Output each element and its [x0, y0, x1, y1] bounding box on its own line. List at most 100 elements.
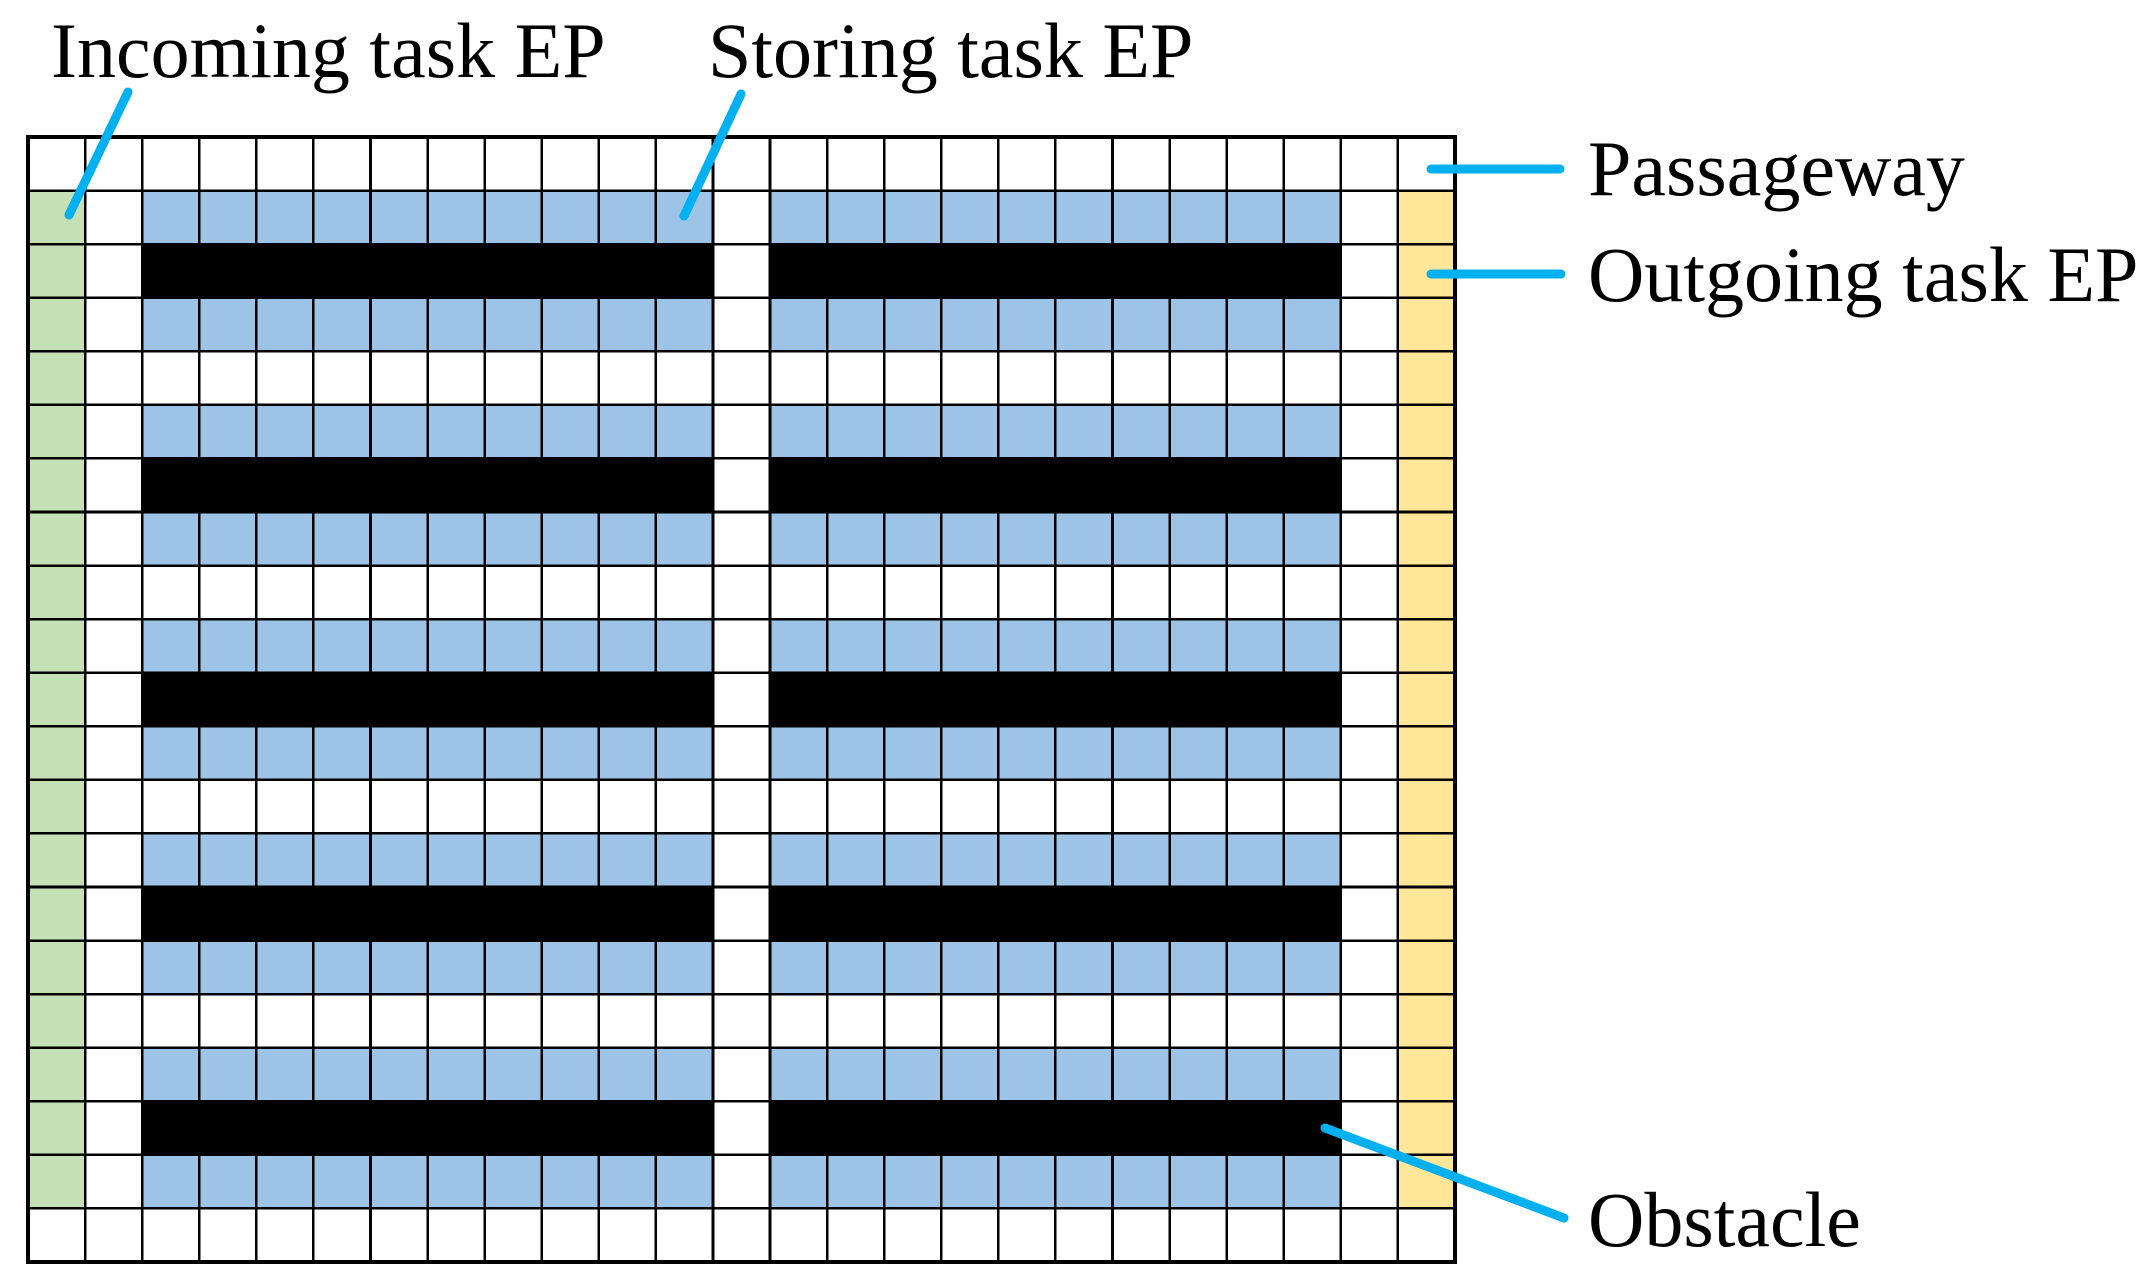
cell-storing-ep: [882, 403, 943, 460]
cell-passageway: [1339, 885, 1400, 942]
cell-storing-ep: [939, 832, 1000, 889]
cell-obstacle: [768, 457, 829, 514]
cell-obstacle: [369, 242, 429, 300]
cell-storing-ep: [597, 1046, 658, 1103]
passageway-label: Passageway: [1588, 125, 1965, 212]
cell-storing-ep: [939, 296, 1000, 353]
cell-storing-ep: [825, 296, 886, 353]
cell-obstacle: [825, 242, 886, 300]
cell-storing-ep: [1111, 724, 1171, 782]
cell-storing-ep: [197, 724, 258, 782]
cell-obstacle: [654, 1099, 715, 1157]
cell-storing-ep: [882, 510, 943, 567]
cell-passageway: [1282, 1207, 1343, 1264]
cell-passageway: [83, 349, 144, 407]
cell-obstacle: [140, 242, 201, 300]
cell-storing-ep: [1054, 1153, 1114, 1210]
cell-storing-ep: [312, 510, 372, 567]
cell-obstacle: [140, 457, 201, 514]
cell-obstacle: [1282, 885, 1343, 942]
cell-storing-ep: [540, 1046, 601, 1103]
cell-obstacle: [1111, 1099, 1171, 1157]
cell-passageway: [825, 135, 886, 192]
cell-storing-ep: [1282, 296, 1343, 353]
cell-storing-ep: [255, 724, 315, 782]
cell-outgoing-ep: [1396, 403, 1457, 460]
cell-obstacle: [1054, 885, 1114, 942]
cell-obstacle: [597, 1099, 658, 1157]
cell-passageway: [711, 457, 772, 514]
cell-obstacle: [197, 1099, 258, 1157]
cell-storing-ep: [1054, 724, 1114, 782]
cell-storing-ep: [197, 939, 258, 996]
cell-storing-ep: [312, 832, 372, 889]
incoming-callout-line: [64, 87, 133, 220]
cell-passageway: [540, 992, 601, 1050]
cell-passageway: [140, 778, 201, 835]
cell-storing-ep: [197, 189, 258, 246]
cell-storing-ep: [255, 296, 315, 353]
cell-passageway: [483, 778, 544, 835]
cell-passageway: [540, 135, 601, 192]
cell-storing-ep: [426, 832, 486, 889]
cell-obstacle: [255, 885, 315, 942]
cell-storing-ep: [825, 510, 886, 567]
cell-storing-ep: [654, 1153, 715, 1210]
cell-storing-ep: [540, 832, 601, 889]
cell-outgoing-ep: [1396, 349, 1457, 407]
cell-storing-ep: [197, 403, 258, 460]
cell-storing-ep: [197, 1153, 258, 1210]
cell-storing-ep: [369, 724, 429, 782]
cell-obstacle: [1225, 671, 1286, 728]
cell-passageway: [711, 1046, 772, 1103]
cell-passageway: [939, 992, 1000, 1050]
cell-passageway: [825, 1207, 886, 1264]
cell-storing-ep: [1168, 1046, 1228, 1103]
cell-obstacle: [654, 242, 715, 300]
cell-obstacle: [1168, 671, 1228, 728]
cell-incoming-ep: [26, 832, 87, 889]
cell-passageway: [312, 349, 372, 407]
cell-outgoing-ep: [1396, 296, 1457, 353]
cell-passageway: [483, 349, 544, 407]
cell-storing-ep: [597, 1153, 658, 1210]
cell-passageway: [1168, 1207, 1228, 1264]
cell-storing-ep: [255, 1046, 315, 1103]
cell-obstacle: [939, 1099, 1000, 1157]
cell-outgoing-ep: [1396, 832, 1457, 889]
cell-obstacle: [540, 885, 601, 942]
cell-passageway: [83, 242, 144, 300]
cell-storing-ep: [1282, 939, 1343, 996]
cell-storing-ep: [768, 832, 829, 889]
cell-storing-ep: [540, 1153, 601, 1210]
cell-storing-ep: [654, 296, 715, 353]
cell-storing-ep: [197, 510, 258, 567]
cell-obstacle: [1168, 242, 1228, 300]
cell-storing-ep: [140, 617, 201, 675]
cell-passageway: [654, 349, 715, 407]
cell-passageway: [197, 992, 258, 1050]
cell-obstacle: [768, 1099, 829, 1157]
cell-storing-ep: [825, 403, 886, 460]
cell-obstacle: [369, 671, 429, 728]
cell-passageway: [1168, 135, 1228, 192]
cell-passageway: [597, 349, 658, 407]
cell-passageway: [1339, 778, 1400, 835]
cell-obstacle: [1282, 242, 1343, 300]
cell-passageway: [1168, 992, 1228, 1050]
cell-passageway: [83, 885, 144, 942]
cell-passageway: [483, 564, 544, 621]
cell-storing-ep: [825, 189, 886, 246]
cell-passageway: [1339, 135, 1400, 192]
cell-passageway: [882, 135, 943, 192]
cell-obstacle: [939, 242, 1000, 300]
cell-outgoing-ep: [1396, 724, 1457, 782]
cell-storing-ep: [426, 617, 486, 675]
cell-storing-ep: [255, 1153, 315, 1210]
cell-passageway: [939, 778, 1000, 835]
cell-storing-ep: [997, 296, 1057, 353]
cell-storing-ep: [197, 832, 258, 889]
cell-storing-ep: [882, 939, 943, 996]
cell-passageway: [1225, 135, 1286, 192]
cell-storing-ep: [1225, 617, 1286, 675]
